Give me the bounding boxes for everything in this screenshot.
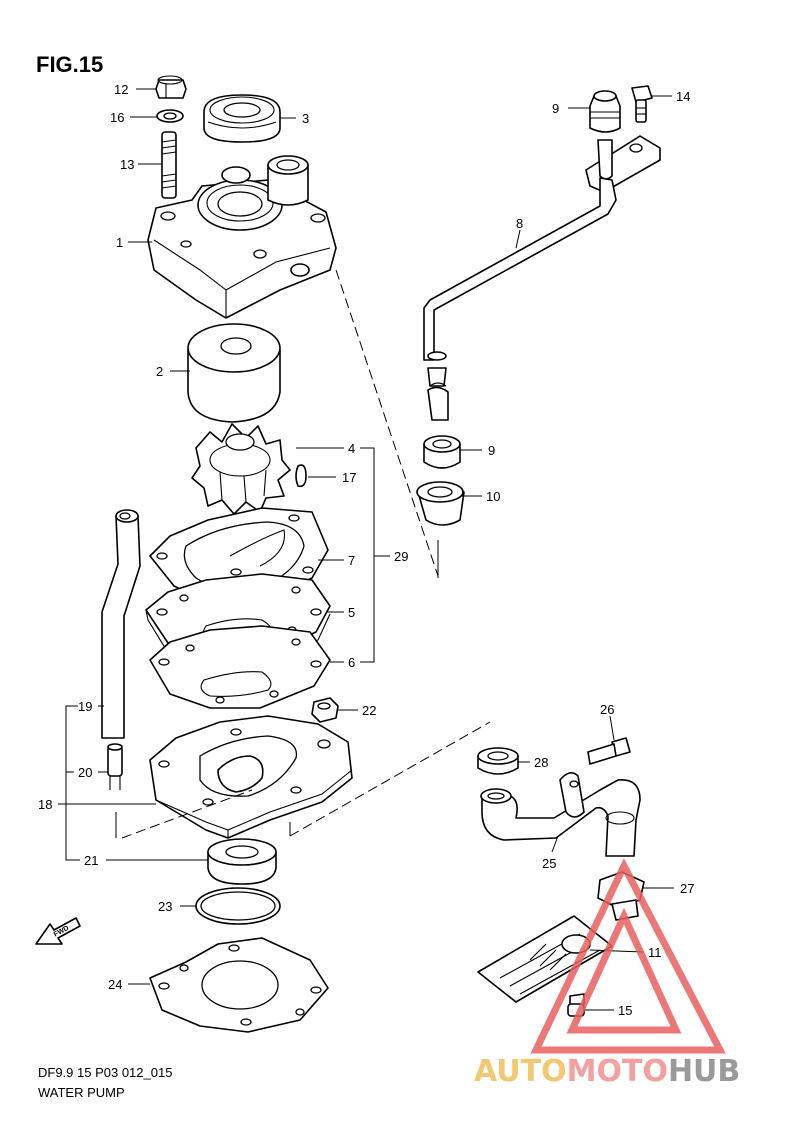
callout-22: 22 [362,703,376,718]
callout-21: 21 [84,853,98,868]
part-17-key [295,464,307,488]
callout-labels: 12 16 13 3 1 2 4 17 7 5 6 29 22 19 20 18… [38,82,694,1018]
callout-20: 20 [78,765,92,780]
callout-1: 1 [116,235,123,250]
part-2-liner [187,323,281,423]
part-22-nut [311,697,339,723]
callout-19: 19 [78,699,92,714]
part-28-washer [477,747,519,775]
assembly-lines [115,269,491,839]
diagram-name: WATER PUMP [38,1085,125,1100]
part-24-gasket [149,937,329,1033]
callout-7: 7 [348,553,355,568]
part-25-pipe [480,772,641,857]
part-21-seal [207,838,277,885]
callout-6: 6 [348,655,355,670]
part-16-washer [156,109,184,123]
callout-26: 26 [600,702,614,717]
part-8-pipe [423,135,661,421]
callout-15: 15 [618,1003,632,1018]
callout-23: 23 [158,899,172,914]
callout-24: 24 [108,977,122,992]
watermark-logo: AUTOMOTOHUB [474,858,740,1089]
callout-2: 2 [156,364,163,379]
fwd-arrow-icon: FWD [35,917,81,945]
callout-17: 17 [342,470,356,485]
callout-18: 18 [38,797,52,812]
callout-14: 14 [676,89,690,104]
callout-3: 3 [302,111,309,126]
part-4-impeller [191,423,291,515]
callout-27: 27 [680,881,694,896]
part-9-lower-grommet [423,435,461,469]
callout-28: 28 [534,755,548,770]
leader-lines [58,88,674,1011]
part-18-lower-plate [149,715,353,839]
watermark-text-auto: AUTOMOTOHUB [474,1054,740,1089]
callout-10: 10 [486,489,500,504]
part-13-stud [161,131,177,199]
figure-title: FIG.15 [36,52,103,77]
callout-4: 4 [348,441,355,456]
part-9-upper-plug [589,90,621,133]
diagram-code: DF9.9 15 P03 012_015 [38,1065,172,1080]
callout-13: 13 [120,157,134,172]
callout-29: 29 [394,549,408,564]
callout-8: 8 [516,216,523,231]
part-10-bushing [416,481,465,526]
part-23-o-ring [195,887,281,925]
part-3-grommet [203,94,281,143]
callout-16: 16 [110,110,124,125]
callout-11: 11 [648,945,662,960]
callout-25: 25 [542,856,556,871]
callout-9-lower: 9 [488,443,495,458]
part-20-pipe [107,743,123,790]
part-14-bolt [631,85,653,123]
part-19-tube [101,509,141,739]
part-26-bolt [587,737,631,765]
part-12-nut [155,75,187,99]
part-6-gasket [149,625,331,709]
callout-12: 12 [114,82,128,97]
callout-9-upper: 9 [552,101,559,116]
callout-5: 5 [348,605,355,620]
part-1-pump-case [147,155,337,319]
